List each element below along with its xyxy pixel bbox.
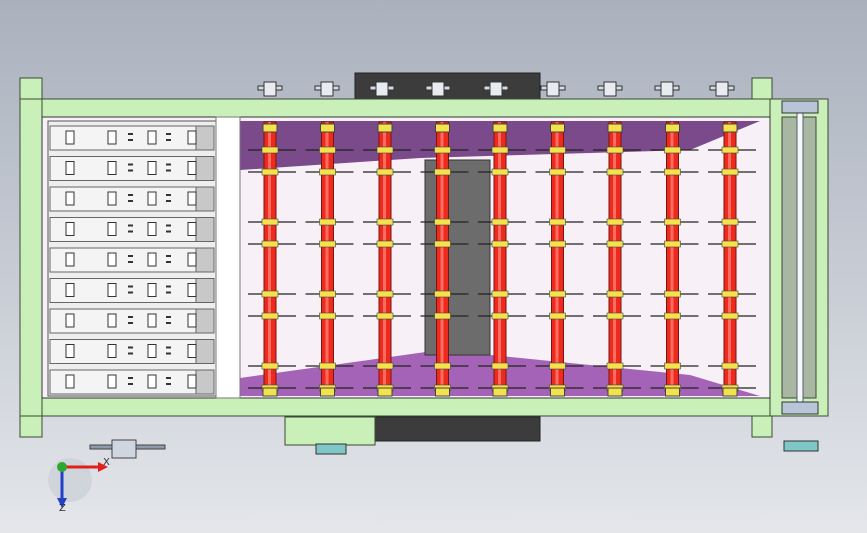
gear-knob <box>709 81 735 97</box>
gear-knob <box>540 81 566 97</box>
left-panel-item <box>49 278 215 303</box>
left-white-strip <box>215 116 241 399</box>
corner-brackets <box>19 77 773 438</box>
top-gear-knobs <box>257 81 735 97</box>
axis-x-label: X <box>103 457 110 468</box>
roller <box>363 121 411 397</box>
gear-knob <box>369 81 395 97</box>
gear-knob <box>483 81 509 97</box>
roller <box>593 121 641 397</box>
bottom-belt-housing <box>374 416 541 442</box>
outer-frame-left-rail <box>19 98 43 417</box>
xyz-axis-triad-icon[interactable] <box>48 458 108 508</box>
left-panel-item <box>49 156 215 181</box>
left-panel-item <box>49 125 215 151</box>
gear-knob <box>257 81 283 97</box>
gear-knob <box>654 81 680 97</box>
roller <box>708 121 756 397</box>
left-panel-item <box>49 369 215 395</box>
left-panel-item <box>49 217 215 242</box>
gear-knob <box>314 81 340 97</box>
left-panel-stack <box>49 125 215 395</box>
gear-knob <box>597 81 623 97</box>
outer-frame-top-rail <box>19 98 771 118</box>
left-panel-item <box>49 186 215 212</box>
center-back-panel <box>424 159 491 356</box>
left-panel-item <box>49 247 215 273</box>
roller <box>248 121 296 397</box>
roller <box>420 121 469 397</box>
left-panel-item <box>49 308 215 334</box>
axis-z-label: Z <box>59 503 66 514</box>
gear-knob <box>425 81 451 97</box>
right-shaft <box>796 103 804 413</box>
right-bearings <box>315 100 819 455</box>
roller-array <box>248 121 756 397</box>
left-panel-item <box>49 339 215 364</box>
roller <box>535 121 584 397</box>
bottom-left-pulley <box>89 439 166 459</box>
bottom-motor-mount <box>284 416 376 446</box>
roller <box>478 121 526 397</box>
roller <box>650 121 699 397</box>
outer-frame-bottom-rail <box>19 397 771 417</box>
roller <box>305 121 354 397</box>
